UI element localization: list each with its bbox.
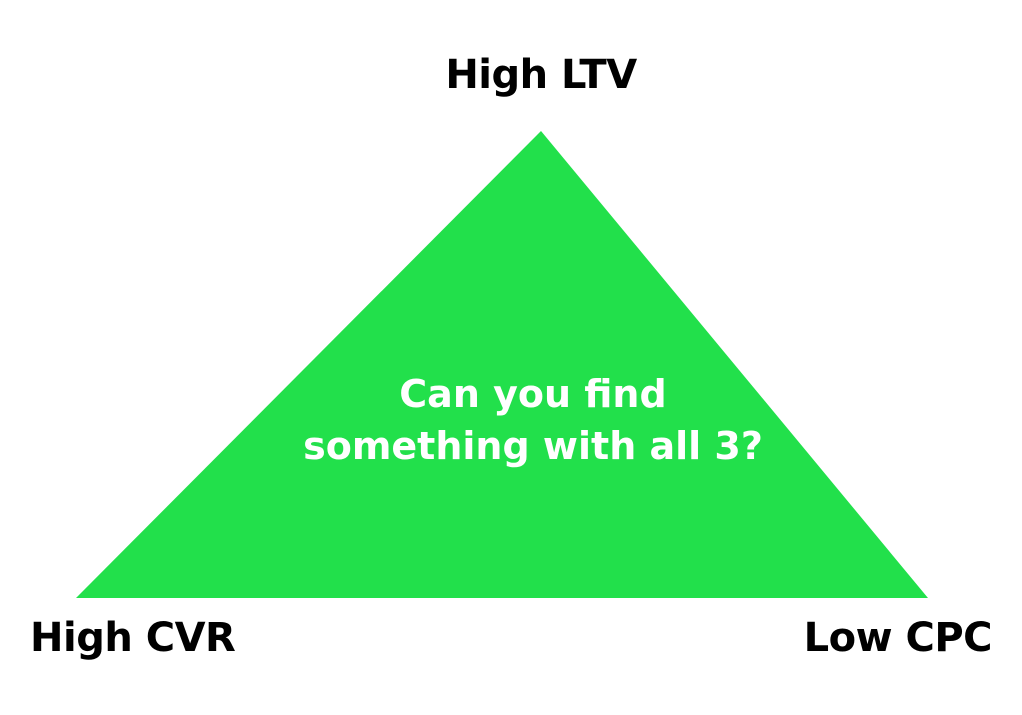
center-question: Can you find something with all 3? [303, 368, 763, 472]
vertex-label-top: High LTV [445, 52, 637, 98]
center-question-line-1: Can you find [399, 372, 667, 416]
triangle-shape [76, 131, 928, 598]
vertex-label-right: Low CPC [803, 615, 993, 661]
center-question-line-2: something with all 3? [303, 424, 763, 468]
vertex-label-left: High CVR [30, 615, 236, 661]
